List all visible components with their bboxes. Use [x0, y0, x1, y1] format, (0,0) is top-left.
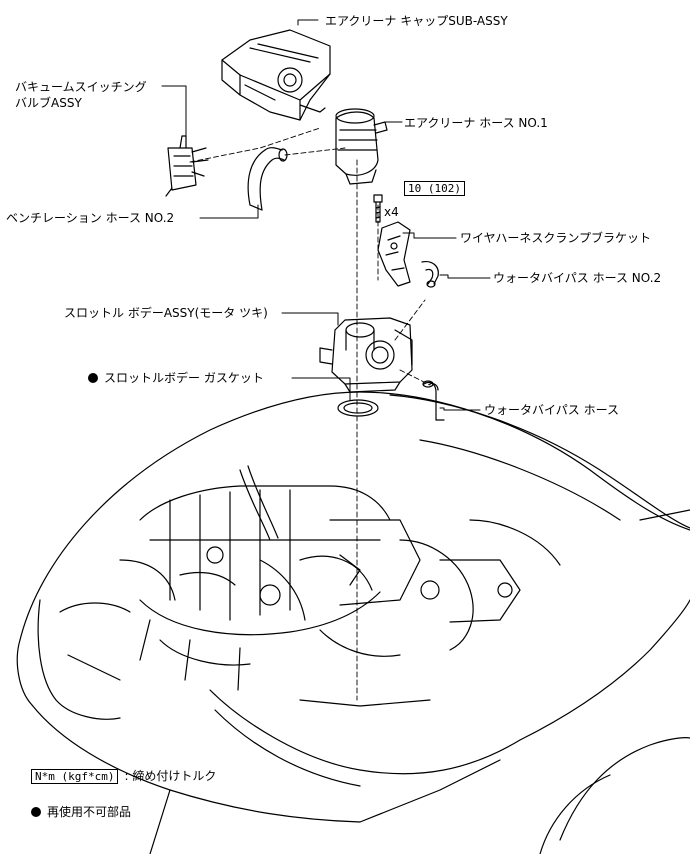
nonreusable-dot-icon — [88, 373, 98, 383]
label-throttle-gasket-text: スロットルボデー ガスケット — [104, 371, 264, 385]
legend-torque-unit: N*m (kgf*cm) — [31, 769, 119, 784]
wire-harness-bracket-part — [377, 221, 411, 287]
legend-torque-desc: : 締め付けトルク — [124, 769, 217, 783]
air-cleaner-hose-part — [335, 108, 388, 185]
legend-nonreusable-desc: 再使用不可部品 — [47, 805, 132, 819]
label-vsv-line2: バルブASSY — [15, 96, 82, 110]
legend-dot-icon — [31, 807, 41, 817]
air-cleaner-cap-part — [221, 29, 331, 121]
torque-value-box: 10 (102) — [404, 181, 465, 196]
label-ventilation-hose: ベンチレーション ホース NO.2 — [6, 211, 175, 225]
leader-lines — [161, 19, 491, 411]
legend-nonreusable: 再使用不可部品 — [31, 804, 131, 820]
label-wire-harness-bracket: ワイヤハーネスクランプブラケット — [460, 231, 652, 245]
label-water-bypass-hose: ウォータバイパス ホース — [484, 403, 619, 417]
vehicle-front-illustration — [16, 391, 690, 854]
torque-quantity: x4 — [384, 205, 399, 219]
label-water-bypass-hose-no2: ウォータバイパス ホース NO.2 — [493, 271, 662, 285]
label-throttle-gasket: スロットルボデー ガスケット — [88, 371, 264, 385]
label-throttle-body: スロットル ボデーASSY(モータ ツキ) — [64, 306, 268, 320]
vacuum-switching-valve-part — [165, 135, 209, 197]
ventilation-hose-part — [247, 147, 288, 211]
legend-torque: N*m (kgf*cm) : 締め付けトルク — [31, 768, 216, 785]
label-air-cleaner-hose: エアクリーナ ホース NO.1 — [404, 116, 548, 130]
label-vsv-line1: バキュームスイッチング — [15, 80, 147, 94]
water-bypass-hose-part — [422, 380, 445, 421]
throttle-body-part — [319, 317, 413, 393]
label-air-cleaner-cap: エアクリーナ キャップSUB-ASSY — [325, 14, 508, 28]
bolt-part — [373, 194, 383, 223]
throttle-gasket-part — [337, 399, 379, 417]
water-bypass-hose-no2-part — [421, 261, 439, 288]
